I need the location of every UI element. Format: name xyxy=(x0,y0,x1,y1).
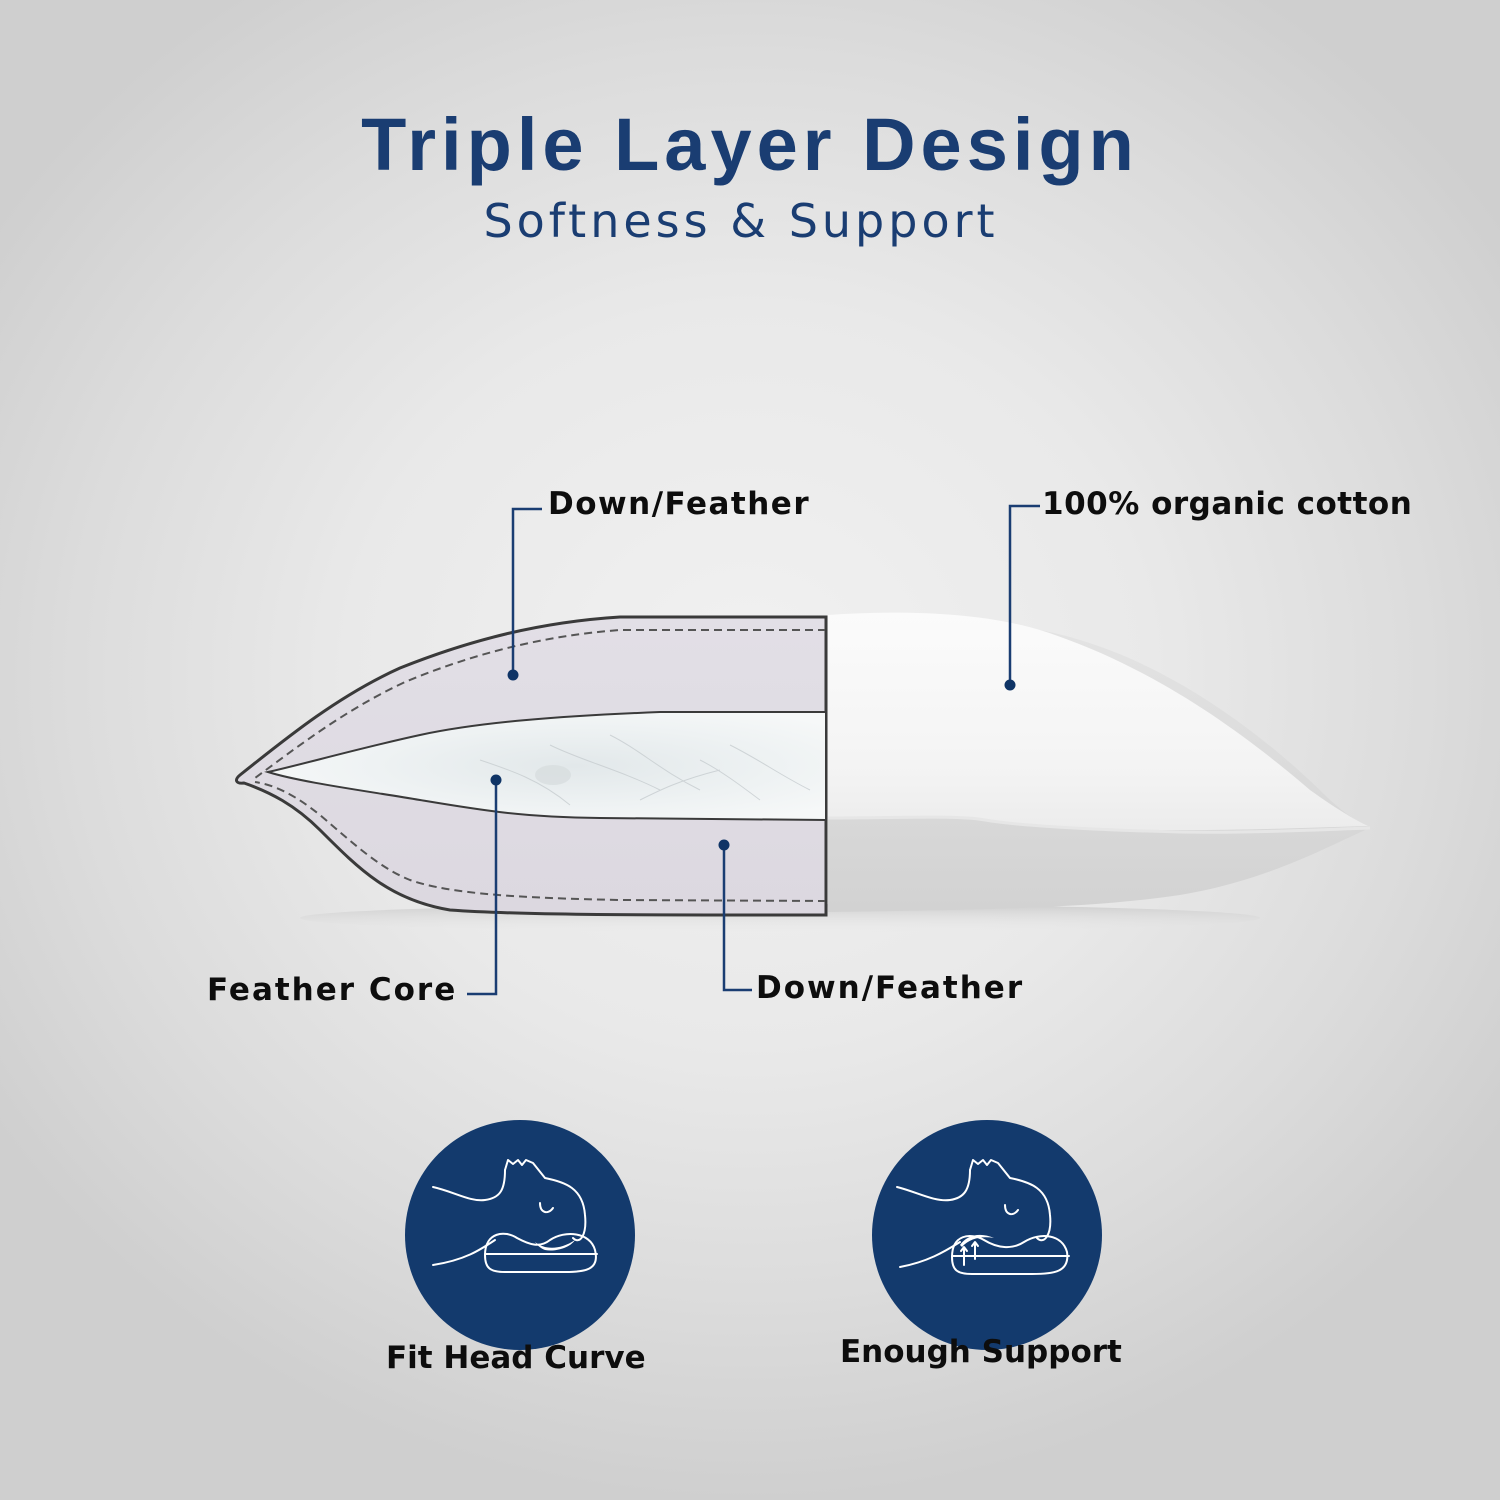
feature-fit-head-curve xyxy=(405,1120,635,1350)
head-on-contour-pillow-icon xyxy=(432,1159,598,1273)
callout-label-top-layer: Down/Feather xyxy=(548,486,811,522)
callout-label-bottom-layer: Down/Feather xyxy=(756,970,1025,1006)
page-subtitle: Softness & Support xyxy=(483,194,999,248)
callout-label-core: Feather Core xyxy=(207,972,458,1008)
feature-label-fit-head-curve: Fit Head Curve xyxy=(386,1340,646,1376)
feature-label-enough-support: Enough Support xyxy=(840,1334,1122,1370)
page-title: Triple Layer Design xyxy=(361,103,1139,186)
cross-section xyxy=(235,615,828,917)
cotton-shell-section xyxy=(827,612,1371,912)
head-support-arrows-icon xyxy=(896,1159,1070,1275)
callout-label-shell: 100% organic cotton xyxy=(1042,486,1413,522)
feature-enough-support xyxy=(872,1120,1102,1350)
